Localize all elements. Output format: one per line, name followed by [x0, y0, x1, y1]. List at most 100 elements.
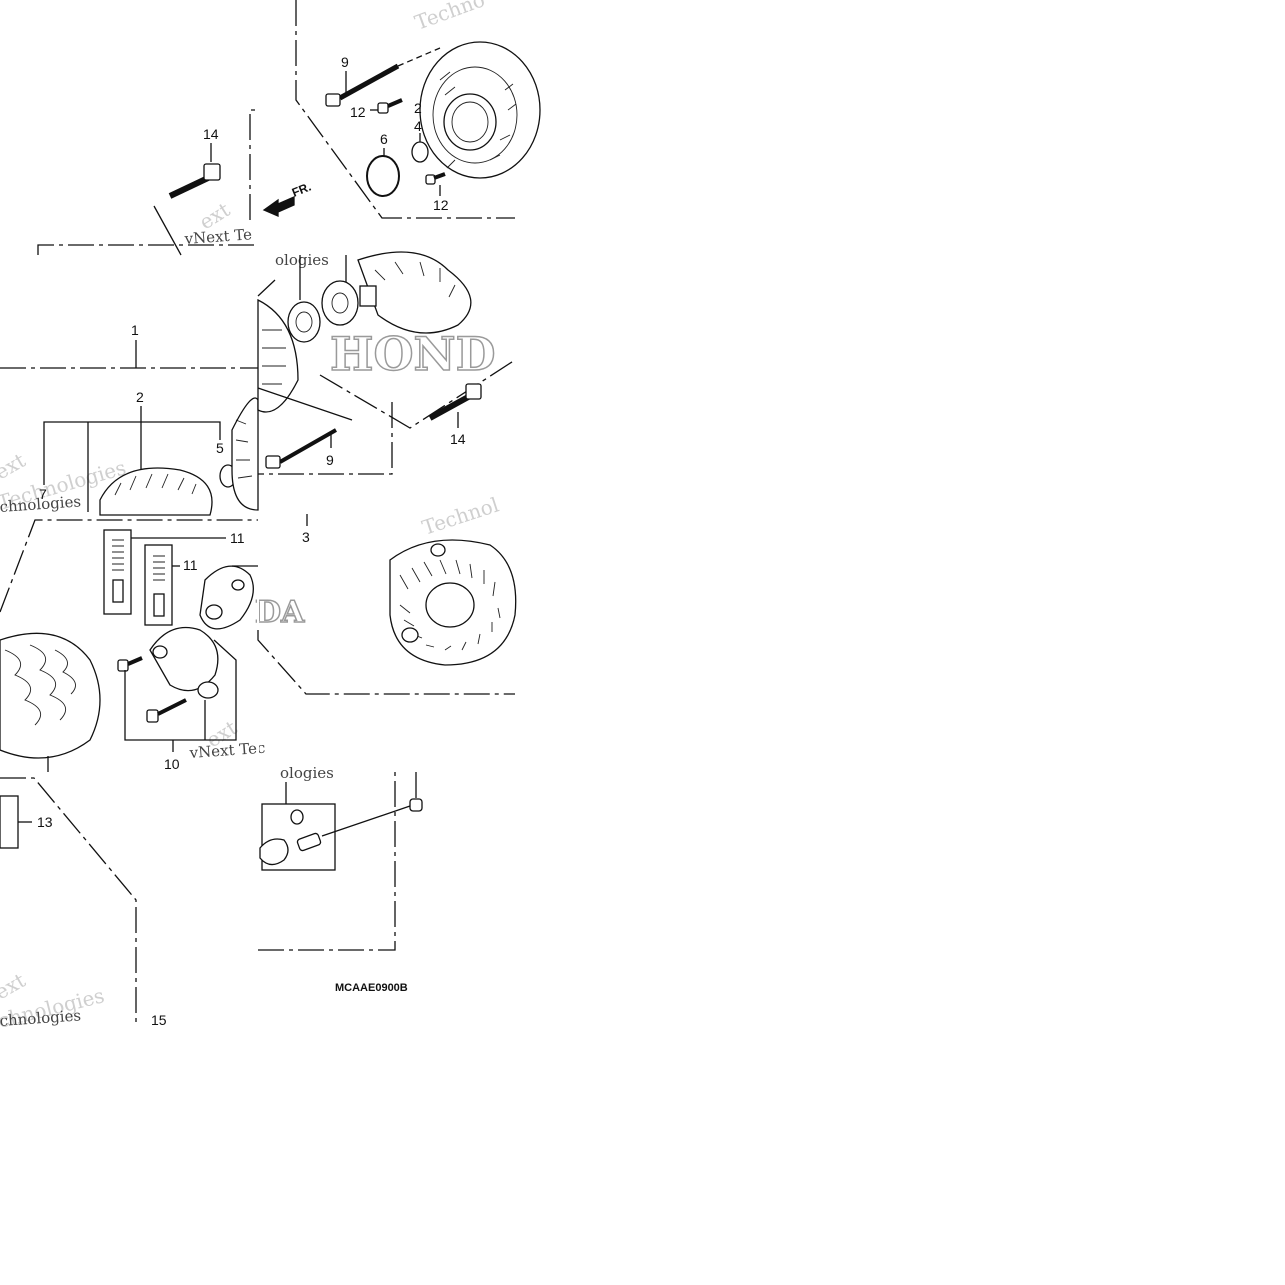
brush-spring: [153, 555, 165, 581]
cover-hole: [205, 604, 223, 620]
main-assembly-group: [0, 244, 259, 613]
callout-11: 11: [230, 530, 245, 546]
watermark-text: chnologies: [0, 492, 82, 516]
stator-windings: [4, 644, 76, 726]
screw-shank: [433, 172, 446, 180]
watermark-text: ologies: [280, 764, 334, 782]
terminal-bushing: [259, 838, 289, 866]
rear-cover-vents: [399, 559, 501, 651]
diagram-code: MCAAE0900B: [335, 982, 408, 994]
carbon-brush: [153, 593, 165, 617]
rear-housing-group: [295, 0, 541, 219]
honda-brand-mark: HOND: [330, 327, 495, 381]
group-bracket-line: [258, 772, 396, 951]
callout-11: 11: [183, 557, 198, 573]
screw-shank: [387, 98, 403, 108]
watermark-text: ext: [0, 968, 29, 1004]
callout-12: 12: [433, 197, 449, 213]
regulator-terminal: [152, 645, 168, 659]
leader-line: [124, 639, 237, 741]
watermark-text: ologies: [275, 251, 329, 269]
stator: [0, 632, 101, 759]
callout-2: 2: [414, 100, 422, 116]
bolt-head: [325, 93, 341, 107]
front-housing-vents: [114, 473, 197, 496]
front-direction-arrow: [262, 196, 295, 217]
callout-12: 12: [350, 104, 366, 120]
pulley-fins: [374, 261, 456, 298]
pulley-hub: [357, 251, 472, 334]
thrust-washer: [321, 280, 359, 326]
callout-10: 10: [164, 756, 180, 772]
watermark-text: vNext Te: [183, 225, 253, 248]
bolt-head: [465, 383, 482, 400]
voltage-regulator: [149, 626, 219, 692]
bearing: [287, 301, 321, 343]
watermark-text: Techno: [412, 0, 488, 35]
rear-housing-fins: [439, 71, 517, 169]
group-bracket-line: [258, 402, 393, 475]
rotor-partial: [231, 397, 259, 511]
callout-6: 6: [380, 131, 388, 147]
watermark-text: chnologies: [0, 1006, 82, 1030]
carbon-brush: [112, 579, 124, 603]
bolt-head: [203, 163, 221, 181]
screw-head: [117, 659, 129, 672]
mounting-bolt: [157, 698, 187, 716]
front-direction-label: FR.: [290, 180, 313, 200]
bolt-head: [265, 455, 281, 469]
terminal-group: [258, 772, 423, 951]
callout-5: 5: [216, 440, 224, 456]
callout-9: 9: [341, 54, 349, 70]
callout-14: 14: [450, 431, 466, 447]
leader-line: [43, 421, 221, 485]
brush-kit-frame: [144, 544, 173, 626]
callout-7: 7: [39, 486, 47, 502]
rear-cover-group: [257, 514, 517, 695]
callout-15: 15: [151, 1012, 167, 1028]
front-bolt-group: FR.: [153, 109, 313, 256]
flange-bolt: [168, 175, 210, 199]
part-frame: [0, 795, 19, 849]
brush-holder-group: [103, 529, 258, 752]
terminal-kit-frame: [261, 803, 336, 871]
screw-shank: [127, 656, 143, 666]
terminal-nut: [409, 798, 423, 812]
regulator-terminal: [197, 681, 219, 699]
end-frame-slots: [262, 329, 286, 385]
mounting-tab: [430, 543, 446, 557]
watermark-text: ext: [0, 448, 29, 484]
mounting-tab: [401, 627, 419, 643]
pulley-group: [257, 251, 516, 475]
flange-bolt: [428, 393, 472, 421]
thrust-washer-inner: [331, 292, 349, 314]
rear-housing-bore-inner: [451, 101, 489, 143]
terminal-insulator: [290, 809, 304, 825]
watermark-text: Technol: [419, 493, 502, 540]
callout-labels: 9 12 2 4 6 12 14 1 2 5 7 14 9 11 11 3 10…: [37, 54, 466, 1028]
callout-3: 3: [302, 529, 310, 545]
seal: [411, 141, 429, 163]
o-ring: [366, 155, 400, 197]
leader-line: [321, 805, 411, 837]
callout-1: 1: [131, 322, 139, 338]
leader-line: [153, 205, 182, 256]
bolt-centerline: [397, 47, 441, 67]
bolt-head: [146, 709, 159, 723]
rear-housing-ring: [432, 66, 518, 164]
leader-line: [257, 279, 276, 297]
group-bracket-line: [0, 519, 258, 613]
callout-13: 13: [37, 814, 53, 830]
brush-kit-frame: [103, 529, 132, 615]
callout-14: 14: [203, 126, 219, 142]
callout-2: 2: [136, 389, 144, 405]
rear-cover-center: [425, 582, 475, 628]
callout-9: 9: [326, 452, 334, 468]
brush-spring: [112, 539, 124, 571]
watermark-text: vNext Tec: [188, 739, 266, 762]
bearing-race: [295, 311, 313, 333]
brush-holder-cover: [199, 565, 254, 630]
screw-head: [377, 102, 389, 114]
terminal-bolt: [296, 832, 322, 852]
